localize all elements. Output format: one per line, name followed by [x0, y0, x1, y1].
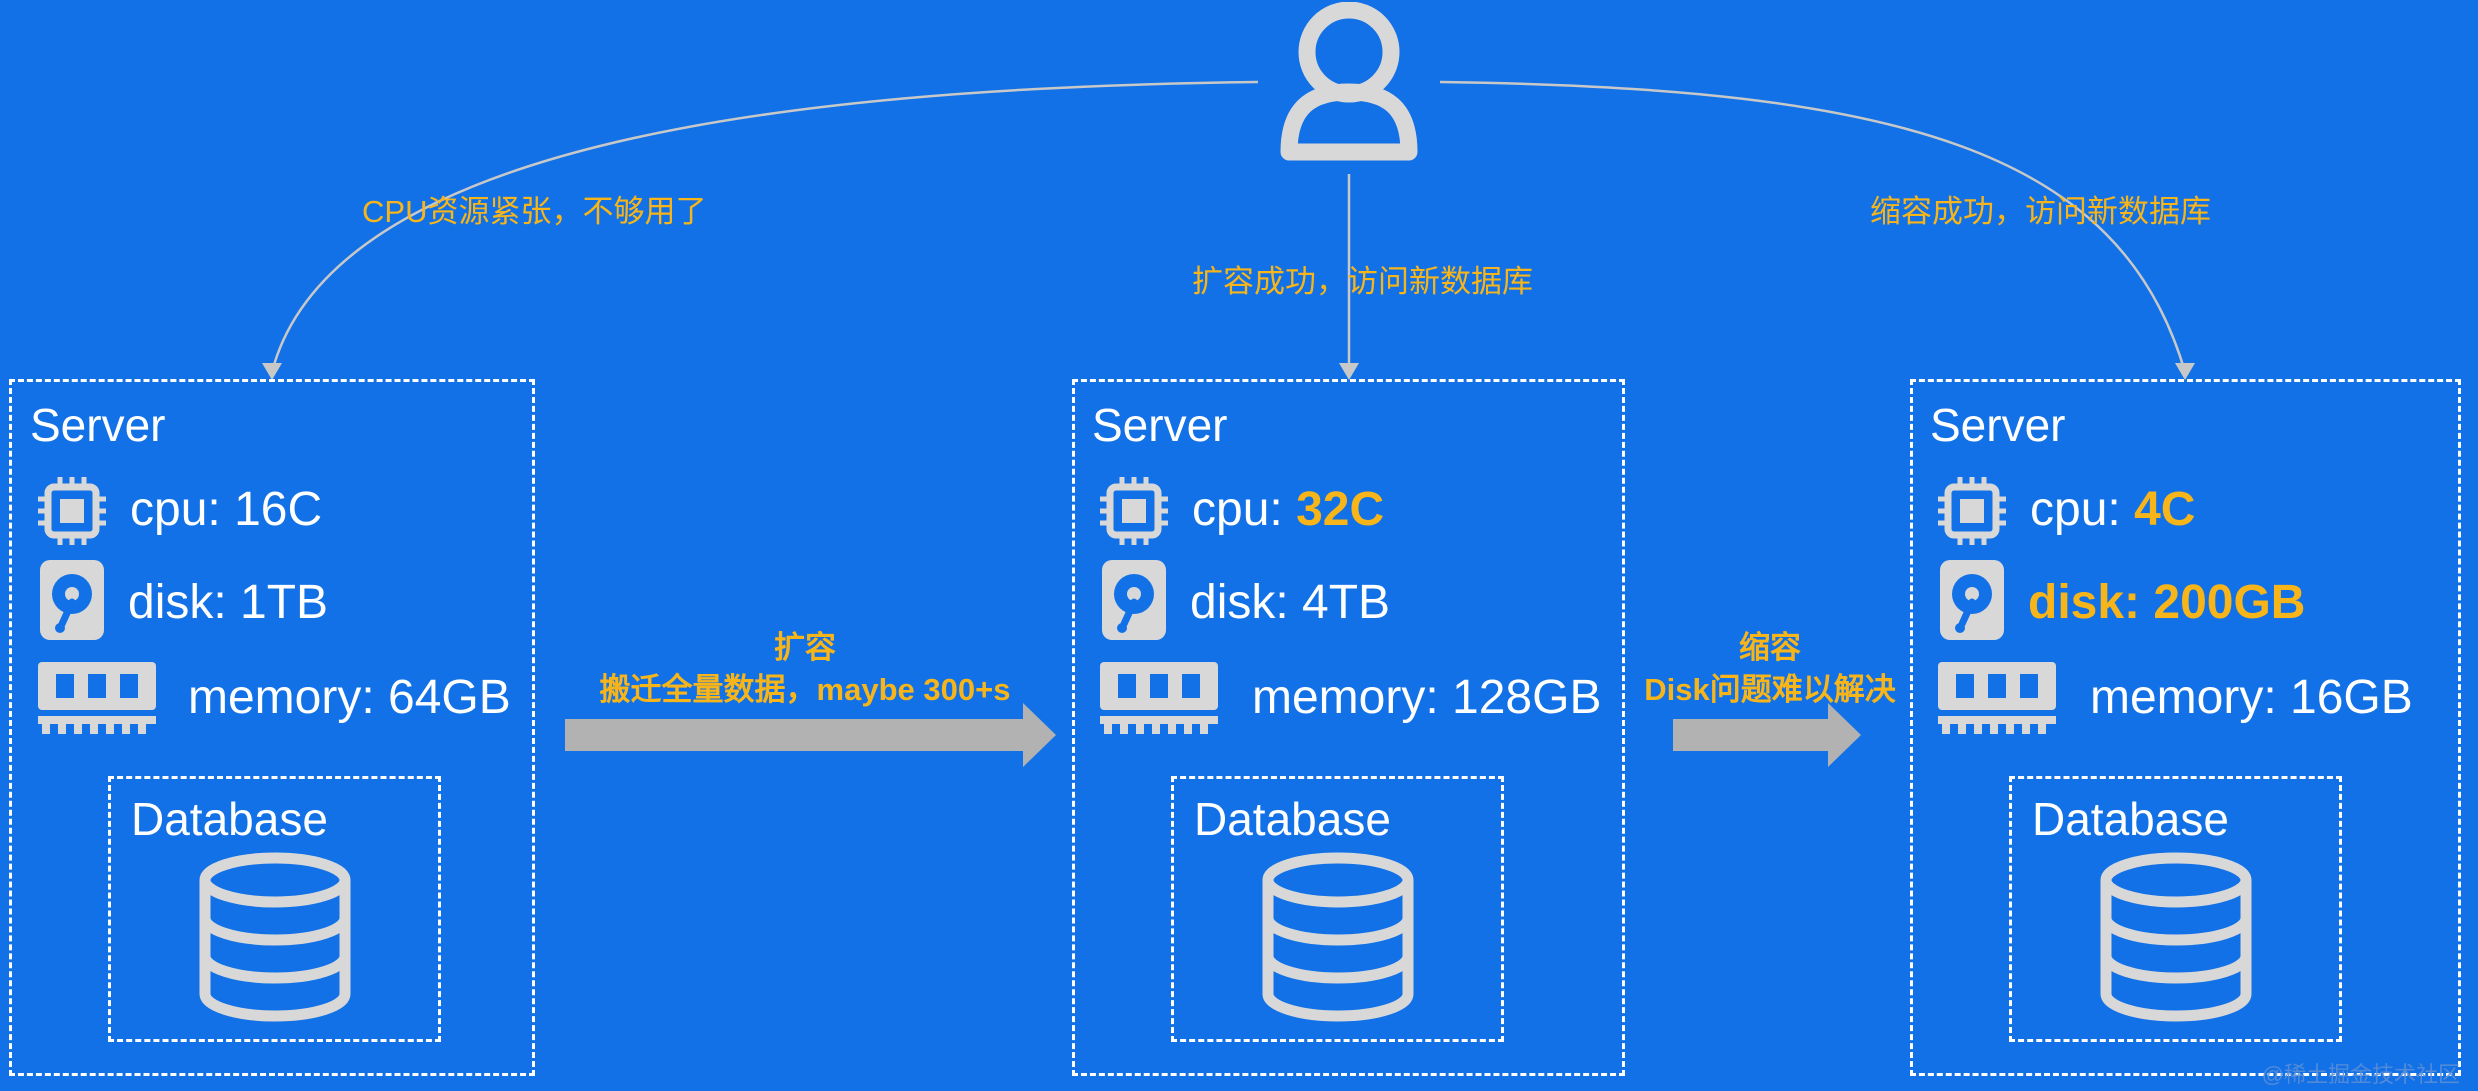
disk-value: 200GB: [2153, 576, 2306, 629]
database-box: [108, 776, 441, 1042]
database-icon: [199, 852, 351, 1022]
database-box: [2009, 776, 2342, 1042]
server-title: Server: [1930, 399, 2066, 451]
cpu-spec: cpu: 4C: [2030, 483, 2196, 536]
hard-disk-icon: [1102, 560, 1166, 640]
user-icon: [1280, 2, 1418, 161]
memory-value: 16GB: [2290, 671, 2413, 724]
watermark: @稀土掘金技术社区: [2261, 1062, 2460, 1087]
cpu-value: 16C: [234, 483, 323, 536]
memory-spec: memory: 64GB: [188, 671, 511, 724]
cpu-value: 4C: [2134, 483, 2196, 536]
hard-disk-icon: [40, 560, 104, 640]
memory-value: 128GB: [1452, 671, 1602, 724]
cpu-spec: cpu: 32C: [1192, 483, 1385, 536]
hard-disk-icon: [1940, 560, 2004, 640]
scale-down-title: 缩容: [1739, 630, 1801, 665]
database-box: [1171, 776, 1504, 1042]
database-title: Database: [131, 793, 328, 845]
edge-to-right-arrowhead: [2175, 363, 2195, 380]
memory-ram-icon: [1100, 662, 1218, 734]
disk-value: 4TB: [1302, 576, 1391, 629]
memory-ram-icon: [38, 662, 156, 734]
memory-ram-icon: [1938, 662, 2056, 734]
cpu-value: 32C: [1296, 483, 1385, 536]
edge-to-left-server: [270, 80, 1259, 373]
edge-to-right-server: [1439, 80, 2187, 373]
disk-spec: disk: 200GB: [2028, 576, 2306, 629]
memory-value: 64GB: [388, 671, 511, 724]
server-box-1: [9, 379, 535, 1076]
server-title: Server: [30, 399, 166, 451]
server-title: Server: [1092, 399, 1228, 451]
scale-up-desc: 搬迁全量数据，maybe 300+s: [599, 672, 1011, 707]
server-box-2: [1072, 379, 1625, 1076]
scale-down-desc: Disk问题难以解决: [1644, 672, 1896, 707]
disk-spec: disk: 4TB: [1190, 576, 1391, 629]
cpu-chip-icon: [38, 477, 106, 545]
edge-to-middle-arrowhead: [1339, 363, 1359, 380]
edge-label-left: CPU资源紧张，不够用了: [362, 194, 707, 229]
disk-spec: disk: 1TB: [128, 576, 329, 629]
cpu-chip-icon: [1938, 477, 2006, 545]
scale-up-arrow: [565, 703, 1056, 767]
cpu-chip-icon: [1100, 477, 1168, 545]
cpu-spec: cpu: 16C: [130, 483, 323, 536]
server-box-3: [1910, 379, 2461, 1076]
database-title: Database: [1194, 793, 1391, 845]
disk-value: 1TB: [240, 576, 329, 629]
edge-to-left-arrowhead: [262, 363, 282, 380]
edge-label-middle: 扩容成功，访问新数据库: [1192, 264, 1533, 299]
scale-up-title: 扩容: [774, 630, 836, 665]
scale-down-arrow: [1673, 703, 1861, 767]
memory-spec: memory: 128GB: [1252, 671, 1602, 724]
database-title: Database: [2032, 793, 2229, 845]
database-icon: [1262, 852, 1414, 1022]
edge-label-right: 缩容成功，访问新数据库: [1870, 194, 2211, 229]
memory-spec: memory: 16GB: [2090, 671, 2413, 724]
database-icon: [2100, 852, 2252, 1022]
